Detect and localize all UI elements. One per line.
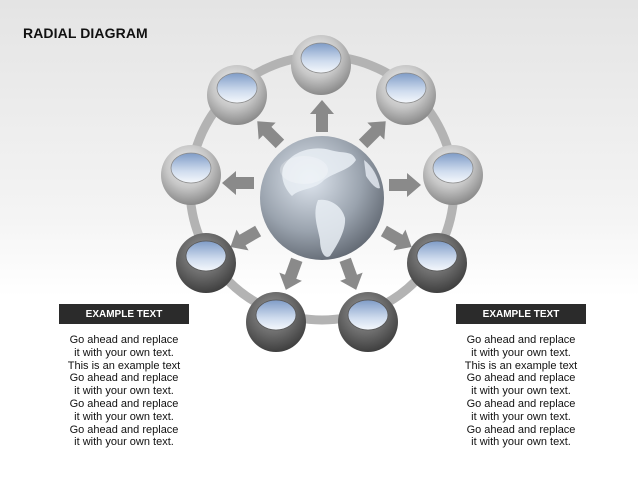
arrow-left	[222, 171, 254, 195]
page-title: RADIAL DIAGRAM	[23, 25, 148, 41]
arrow-down-lower-left	[279, 257, 303, 290]
satellite-bottom-left	[246, 292, 306, 352]
satellite-upper-right	[376, 65, 436, 125]
satellite-bottom-right	[338, 292, 398, 352]
satellite-lower-right	[407, 233, 467, 293]
arrow-right	[389, 173, 421, 197]
right-label-bar: EXAMPLE TEXT	[456, 304, 586, 324]
left-body-text: Go ahead and replace it with your own te…	[67, 334, 181, 449]
globe-icon	[260, 136, 384, 260]
satellite-right	[423, 145, 483, 205]
satellite-upper-left	[207, 65, 267, 125]
arrow-up	[310, 100, 334, 132]
arrow-up-left	[257, 121, 285, 149]
arrow-down-right	[380, 225, 412, 251]
arrows	[222, 100, 421, 290]
arrow-down-left	[230, 225, 262, 251]
satellite-lower-left	[176, 233, 236, 293]
satellite-left	[161, 145, 221, 205]
arrow-up-right	[358, 121, 386, 149]
arrow-down-lower-right	[339, 257, 363, 290]
right-body-text: Go ahead and replace it with your own te…	[464, 334, 578, 449]
left-label-bar: EXAMPLE TEXT	[59, 304, 189, 324]
satellite-top	[291, 35, 351, 95]
